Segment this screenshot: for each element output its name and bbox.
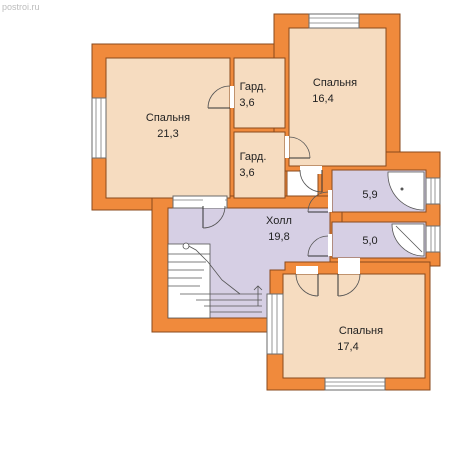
room-area-wardrobe-2: 3,6 bbox=[239, 167, 254, 179]
room-name-bedroom-top-right: Спальня bbox=[313, 77, 357, 89]
room-area-bedroom-top-right: 16,4 bbox=[312, 93, 333, 105]
rooms bbox=[105, 27, 427, 379]
room-bedroom-left bbox=[105, 57, 231, 199]
room-area-bath-2: 5,0 bbox=[362, 235, 377, 247]
room-name-wardrobe-2: Гард. bbox=[240, 151, 267, 163]
room-area-wardrobe-1: 3,6 bbox=[239, 97, 254, 109]
room-bedroom-top-right bbox=[288, 27, 387, 167]
room-area-bedroom-bottom-right: 17,4 bbox=[337, 341, 358, 353]
doors bbox=[202, 85, 361, 297]
bath-fixtures bbox=[387, 171, 425, 257]
staircase bbox=[167, 242, 263, 319]
room-name-wardrobe-1: Гард. bbox=[240, 81, 267, 93]
room-name-bedroom-left: Спальня bbox=[146, 112, 190, 124]
room-area-bedroom-left: 21,3 bbox=[157, 128, 178, 140]
room-area-bath-1: 5,9 bbox=[362, 189, 377, 201]
room-wardrobe-1 bbox=[233, 57, 286, 129]
watermark-text: postroi.ru bbox=[2, 2, 40, 12]
room-bedroom-bottom-right bbox=[282, 273, 426, 379]
room-name-hall: Холл bbox=[266, 215, 292, 227]
windows bbox=[91, 13, 441, 391]
room-labels: Спальня 21,3 Гард. 3,6 Спальня 16,4 Гард… bbox=[146, 77, 383, 353]
room-area-hall: 19,8 bbox=[268, 231, 289, 243]
room-name-bedroom-bottom-right: Спальня bbox=[339, 325, 383, 337]
room-wardrobe-2 bbox=[233, 131, 286, 199]
